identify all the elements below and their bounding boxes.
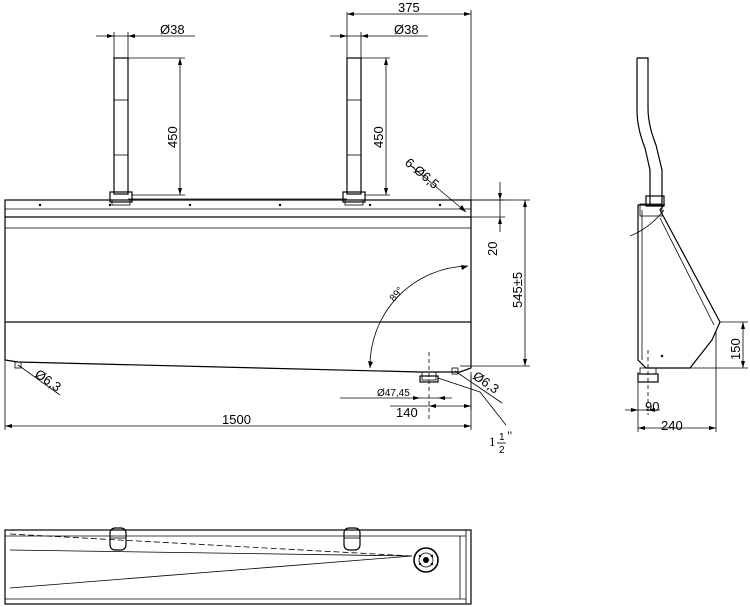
dim-thread: 1 1 2 " xyxy=(437,377,512,456)
dim-drain-label: Ø47,45 xyxy=(377,388,410,399)
mount-dots xyxy=(38,203,442,207)
note-holes: 6-Ø6,5 xyxy=(402,155,467,213)
dim-140-label: 140 xyxy=(396,405,418,420)
dim-dia-left-label: Ø38 xyxy=(160,22,185,37)
top-pipe-right xyxy=(343,527,361,551)
side-pipe-front xyxy=(636,58,651,205)
trough-front-body xyxy=(4,199,472,323)
note-holes-label: 6-Ø6,5 xyxy=(402,155,442,192)
top-pipe-left xyxy=(109,527,127,551)
side-view: 150 90 240 xyxy=(625,57,748,433)
dim-mount-left-label: Ø6,3 xyxy=(32,366,64,394)
dim-450-left: 450 xyxy=(128,57,185,196)
dim-mount-right: Ø6,3 xyxy=(454,368,503,404)
top-view xyxy=(4,527,472,605)
dim-mount-left: Ø6,3 xyxy=(17,364,64,396)
dim-545: 545±5 xyxy=(460,199,530,367)
dim-20: 20 xyxy=(471,182,505,256)
dim-dia-right-label: Ø38 xyxy=(394,22,419,37)
dim-angle-label: 89° xyxy=(388,285,406,304)
dim-90-label: 90 xyxy=(645,399,659,414)
dim-1500: 1500 xyxy=(4,325,472,430)
right-pipe xyxy=(342,12,366,206)
dim-angle: 89° xyxy=(368,265,469,369)
dim-1500-label: 1500 xyxy=(222,412,251,427)
dim-20-label: 20 xyxy=(485,242,500,256)
dim-150-label: 150 xyxy=(728,338,743,360)
dim-450-right: 450 xyxy=(361,57,390,196)
dim-240-label: 240 xyxy=(661,418,683,433)
dim-drain: Ø47,45 xyxy=(340,388,452,400)
dim-90: 90 xyxy=(625,372,660,432)
trough-top-outline xyxy=(4,529,472,605)
dim-240: 240 xyxy=(638,330,717,433)
top-drain xyxy=(413,547,439,573)
dim-dia-left: Ø38 xyxy=(96,22,195,38)
trough-bottom xyxy=(4,322,472,373)
drain-outlet xyxy=(419,352,439,420)
thread-den: 2 xyxy=(499,445,505,456)
thread-unit: " xyxy=(507,428,512,443)
left-pipe xyxy=(109,32,133,206)
dim-545-label: 545±5 xyxy=(510,272,525,308)
dim-375-label: 375 xyxy=(398,0,420,15)
side-body xyxy=(637,204,721,369)
mount-hole-left-mark xyxy=(14,361,22,369)
thread-num: 1 xyxy=(499,432,505,443)
dim-375: 375 xyxy=(347,0,472,200)
mount-hole-right-mark xyxy=(451,367,459,375)
side-pipe-back xyxy=(637,57,663,205)
front-view: 375 Ø38 Ø38 450 xyxy=(4,0,530,456)
dim-dia-right: Ø38 xyxy=(330,22,428,38)
dim-450-right-label: 450 xyxy=(371,126,386,148)
thread-whole: 1 xyxy=(489,434,496,449)
dim-150: 150 xyxy=(690,321,748,369)
dim-450-left-label: 450 xyxy=(165,126,180,148)
